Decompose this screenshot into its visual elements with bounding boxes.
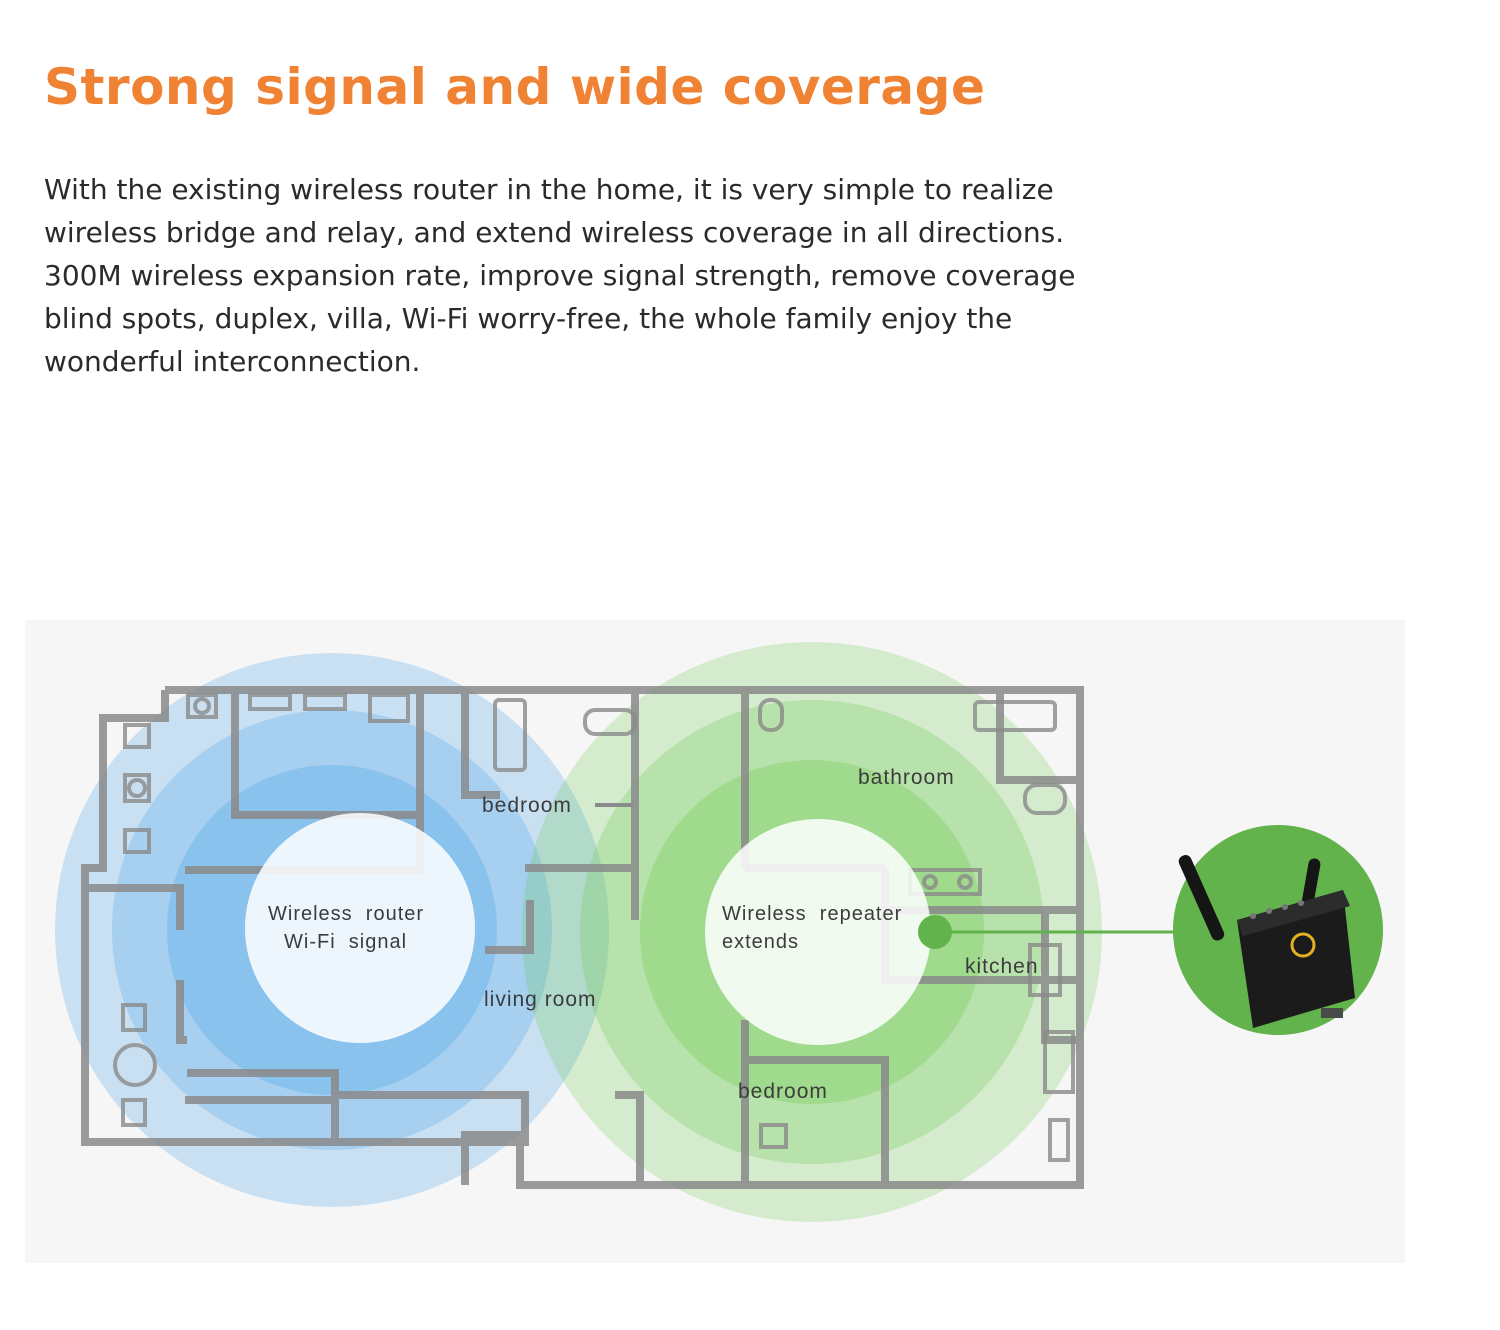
- router-center: [245, 813, 475, 1043]
- page-title: Strong signal and wide coverage: [44, 58, 986, 116]
- label-bathroom: bathroom: [858, 766, 955, 789]
- description-line: 300M wireless expansion rate, improve si…: [44, 259, 1076, 292]
- floorplan-svg: bedroom bathroom living room kitchen bed…: [55, 642, 1383, 1222]
- description-line: blind spots, duplex, villa, Wi-Fi worry-…: [44, 302, 1013, 335]
- description: With the existing wireless router in the…: [44, 168, 1224, 383]
- wifi-repeater-device-icon: [1173, 825, 1383, 1035]
- repeater-label-line1: Wireless repeater: [722, 903, 902, 925]
- label-bedroom-bottom: bedroom: [738, 1080, 828, 1103]
- description-line: With the existing wireless router in the…: [44, 173, 1054, 206]
- description-line: wireless bridge and relay, and extend wi…: [44, 216, 1065, 249]
- router-label-line1: Wireless router: [268, 903, 424, 925]
- label-living-room: living room: [484, 988, 597, 1011]
- repeater-node: [918, 915, 952, 949]
- description-line: wonderful interconnection.: [44, 345, 421, 378]
- label-kitchen: kitchen: [965, 955, 1039, 978]
- label-bedroom-top: bedroom: [482, 794, 572, 817]
- router-label-line2: Wi-Fi signal: [284, 931, 407, 953]
- coverage-diagram: bedroom bathroom living room kitchen bed…: [25, 620, 1405, 1263]
- repeater-label-line2: extends: [722, 931, 799, 953]
- floorplan-fixtures: [113, 693, 1075, 1162]
- repeater-center: [705, 819, 931, 1045]
